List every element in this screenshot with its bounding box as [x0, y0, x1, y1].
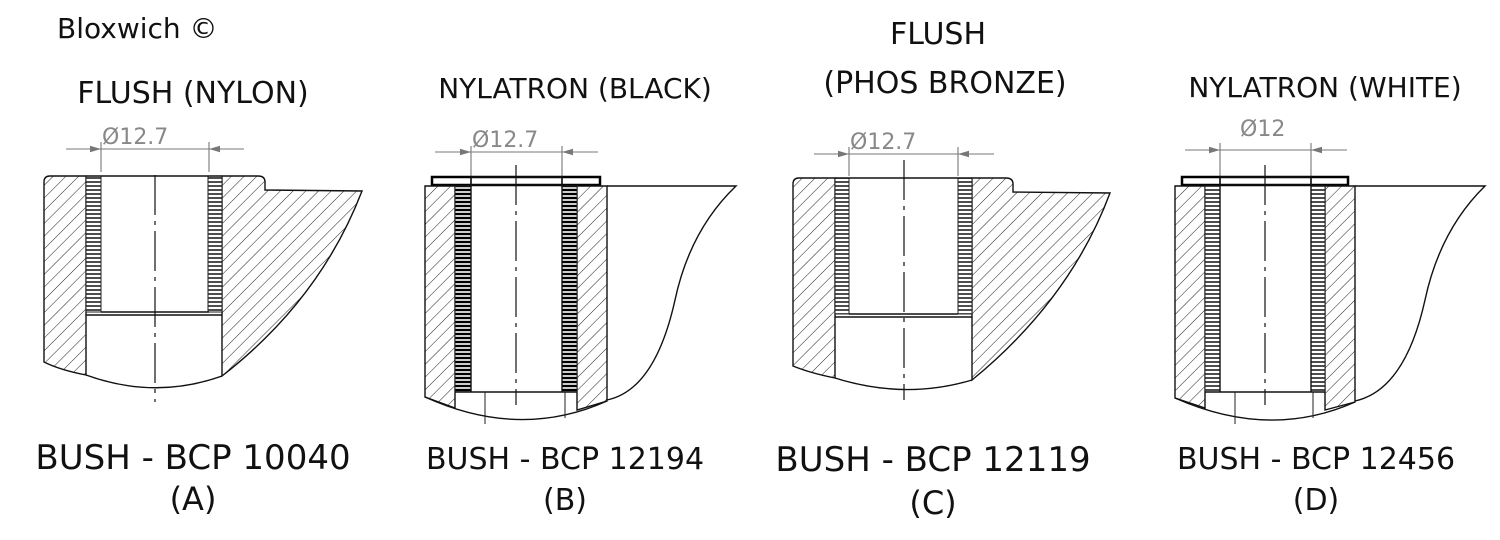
- dimension: Ø12.7: [814, 130, 994, 176]
- drawing-label: (A): [170, 480, 217, 518]
- drawing-title: NYLATRON (WHITE): [1188, 71, 1461, 104]
- part-number: BUSH - BCP 12119: [775, 440, 1090, 480]
- drawing-a: FLUSH (NYLON) Ø12.7 BUSH - BCP 10040 (A): [35, 76, 364, 518]
- dimension: Ø12.7: [66, 125, 244, 172]
- drawing-title: NYLATRON (BLACK): [438, 72, 712, 105]
- brand-label: Bloxwich ©: [57, 12, 218, 45]
- diameter-label: Ø12: [1240, 117, 1285, 142]
- drawing-label: (B): [543, 483, 587, 518]
- dimension: Ø12: [1185, 117, 1347, 176]
- drawing-b: NYLATRON (BLACK) Ø12.7 BUSH - BCP 12194 …: [424, 72, 738, 518]
- drawing-d: NYLATRON (WHITE) Ø12 BUSH - BCP 12456 (D…: [1174, 71, 1487, 518]
- dimension: Ø12.7: [435, 128, 598, 176]
- drawing-title-line2: (PHOS BRONZE): [823, 66, 1066, 101]
- drawing-label: (C): [909, 484, 956, 522]
- part-number: BUSH - BCP 12194: [426, 442, 704, 477]
- part-number: BUSH - BCP 10040: [35, 438, 350, 478]
- diameter-label: Ø12.7: [472, 128, 538, 153]
- part-number: BUSH - BCP 12456: [1177, 442, 1455, 477]
- diameter-label: Ø12.7: [102, 125, 168, 150]
- drawing-label: (D): [1293, 483, 1340, 518]
- drawing-title: FLUSH (NYLON): [77, 76, 308, 111]
- drawing-title-line1: FLUSH: [890, 17, 986, 52]
- diameter-label: Ø12.7: [850, 130, 916, 155]
- drawing-c: FLUSH (PHOS BRONZE) Ø12.7 BUSH - BCP 121…: [775, 17, 1112, 522]
